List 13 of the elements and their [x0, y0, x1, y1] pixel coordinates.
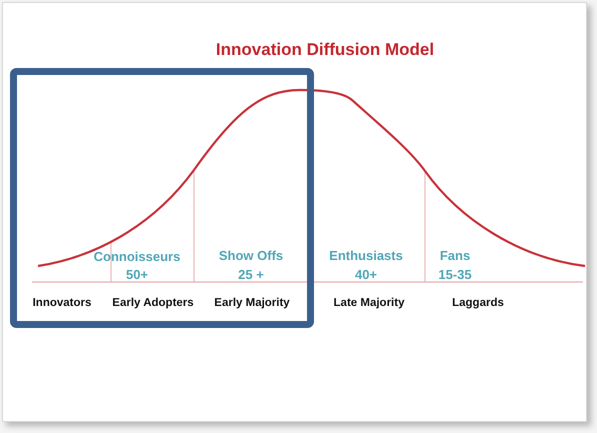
- segment-label: 40+: [354, 267, 378, 283]
- category-label: Early Majority: [213, 296, 291, 310]
- segment-label: Fans: [438, 248, 472, 264]
- segment-label: 50+: [124, 267, 150, 283]
- chart-title: Innovation Diffusion Model: [214, 39, 436, 61]
- segment-label: Connoisseurs: [92, 249, 182, 265]
- segment-label: Enthusiasts: [328, 248, 404, 264]
- segment-label: 15-35: [437, 267, 473, 283]
- category-label: Early Adopters: [111, 296, 195, 310]
- category-label: Laggards: [451, 296, 505, 310]
- segment-label: Show Offs: [218, 248, 284, 264]
- segment-label: 25 +: [237, 267, 265, 283]
- category-label: Late Majority: [332, 296, 406, 310]
